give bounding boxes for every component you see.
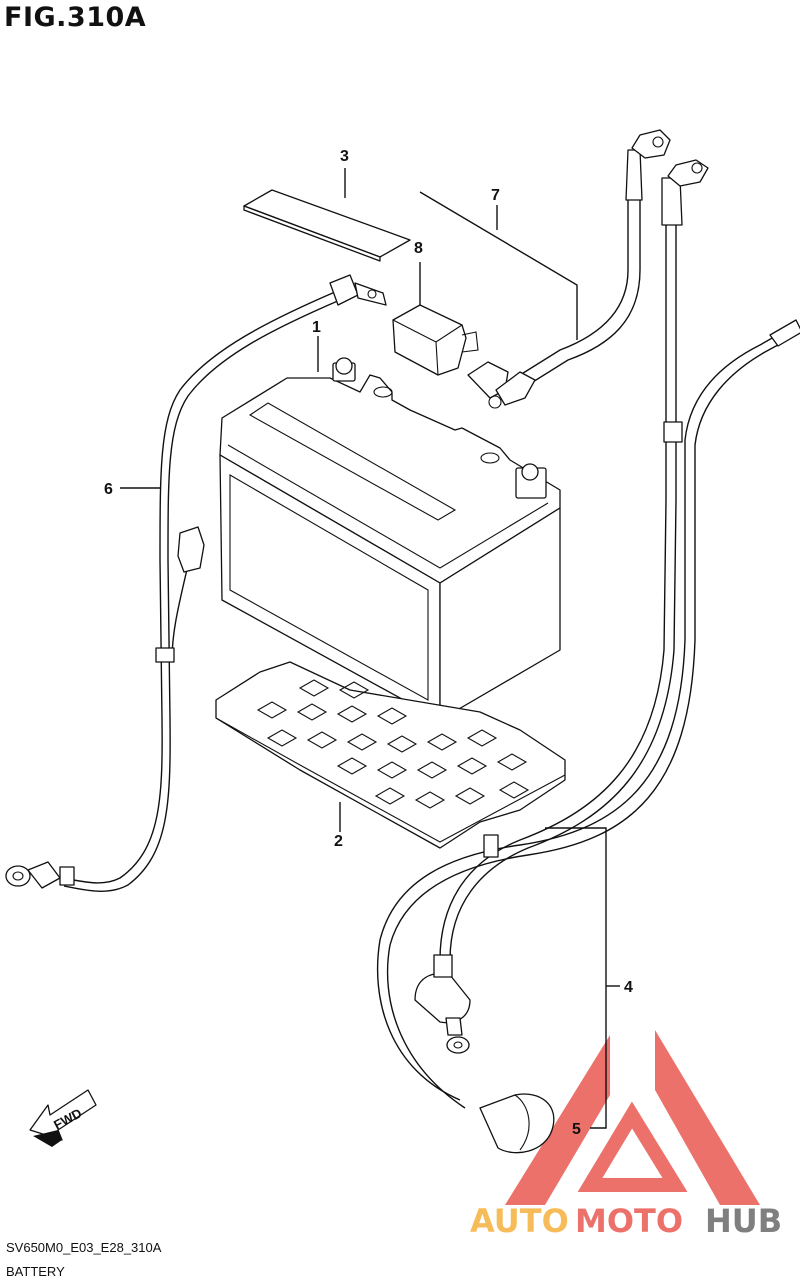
callout-5: 5 bbox=[572, 1121, 581, 1138]
callout-labels: 3 7 8 1 6 2 4 5 bbox=[104, 148, 633, 1138]
part-3-pad[interactable] bbox=[243, 189, 411, 262]
part-1-battery[interactable] bbox=[219, 357, 561, 721]
callout-4: 4 bbox=[624, 979, 633, 996]
part-7-positive-lead[interactable] bbox=[467, 129, 671, 409]
callout-3: 3 bbox=[340, 148, 349, 165]
part-5-harness[interactable] bbox=[376, 319, 800, 1154]
callout-6: 6 bbox=[104, 481, 113, 498]
fwd-arrow-icon: FWD bbox=[29, 1089, 97, 1147]
diagram-caption: BATTERY bbox=[6, 1264, 65, 1279]
callout-7: 7 bbox=[491, 187, 500, 204]
leader-lines bbox=[120, 168, 620, 1129]
callout-8: 8 bbox=[414, 240, 423, 257]
part-6-negative-lead[interactable] bbox=[5, 274, 387, 892]
fwd-label: FWD bbox=[51, 1105, 84, 1132]
callout-1: 1 bbox=[312, 319, 321, 336]
watermark-auto: AUTO bbox=[470, 1202, 569, 1240]
part-4-starter-cable[interactable] bbox=[414, 159, 709, 1054]
part-8-cover[interactable] bbox=[392, 304, 479, 376]
figure-title: FIG.310A bbox=[4, 2, 147, 33]
callout-2: 2 bbox=[334, 833, 343, 850]
part-2-tray[interactable] bbox=[215, 661, 566, 849]
watermark-moto: MOTO bbox=[575, 1202, 683, 1240]
watermark-hub: HUB bbox=[705, 1202, 782, 1240]
diagram-code: SV650M0_E03_E28_310A bbox=[6, 1240, 162, 1255]
watermark-logo: AUTO MOTO HUB bbox=[470, 1030, 782, 1240]
